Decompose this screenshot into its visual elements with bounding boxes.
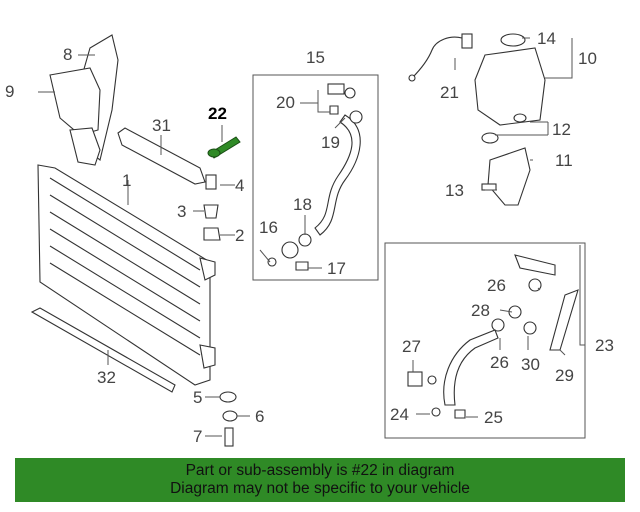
callout-18: 18 [293,195,312,214]
callout-1: 1 [122,171,131,190]
callout-14: 14 [537,29,556,48]
callout-2: 2 [235,226,244,245]
callout-28: 28 [471,301,490,320]
part-13 [481,183,497,191]
part-radiator [37,164,216,386]
callout-4: 4 [235,176,244,195]
callout-31: 31 [152,116,171,135]
callout-7: 7 [193,427,202,446]
callout-10: 10 [578,49,597,68]
group-box-15 [252,74,379,281]
callout-30: 30 [521,355,540,374]
callout-27: 27 [402,337,421,356]
part-info-banner: Part or sub-assembly is #22 in diagram D… [15,458,625,502]
callout-11: 11 [555,151,573,170]
callout-22: 22 [208,104,227,123]
callout-16: 16 [259,218,278,237]
callout-29: 29 [555,366,574,385]
part-3 [203,204,219,219]
part-21-line [411,36,471,79]
part-6 [222,410,238,422]
callout-32: 32 [97,368,116,387]
part-lower-hoses [407,254,579,419]
part-4 [205,174,217,190]
callout-25: 25 [484,408,503,427]
callout-21: 21 [440,83,459,102]
part-22-bolt [207,136,241,159]
part-bracket-11 [487,147,531,206]
callout-24: 24 [390,405,409,424]
callout-8: 8 [63,45,72,64]
part-reservoir-10 [474,33,546,144]
part-bracket-31 [117,127,206,185]
part-lower-seal [30,307,176,393]
banner-line-disclaimer: Diagram may not be specific to your vehi… [170,480,470,497]
callout-19: 19 [321,133,340,152]
callout-13: 13 [445,181,464,200]
callout-15: 15 [306,48,325,67]
callout-5: 5 [193,388,202,407]
part-air-guide [49,34,119,166]
callout-3: 3 [177,202,186,221]
callout-6: 6 [255,407,264,426]
group-box-23 [384,242,586,439]
callout-12: 12 [552,120,571,139]
part-7 [224,427,234,447]
part-5 [219,391,237,403]
callout-23: 23 [595,336,614,355]
callout-26-bottom: 26 [490,353,509,372]
part-2 [203,227,221,241]
callout-20: 20 [276,93,295,112]
banner-line-part: Part or sub-assembly is #22 in diagram [185,462,455,479]
callout-9: 9 [5,82,14,101]
callout-17: 17 [327,259,346,278]
callout-26-top: 26 [487,276,506,295]
